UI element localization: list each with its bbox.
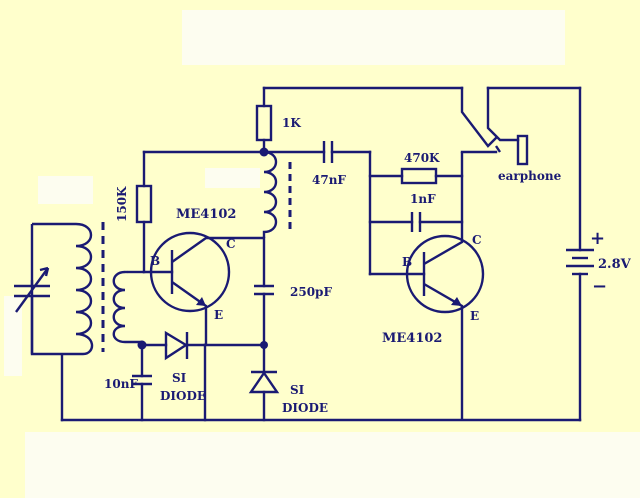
battery-plus-label: + — [590, 228, 605, 249]
ground-rail — [60, 354, 582, 422]
label-10nf: 10nF — [104, 377, 138, 391]
input-coil — [112, 270, 144, 344]
capacitor-47nf — [262, 141, 372, 163]
t2-base-label: B — [402, 255, 412, 269]
t1-name: ME4102 — [176, 207, 236, 222]
blank-label-coil — [205, 168, 260, 188]
tuned-tank — [14, 222, 94, 356]
collector-coil — [262, 150, 292, 238]
blank-label-top — [182, 10, 565, 65]
transistor-2 — [405, 152, 485, 420]
t2-emitter-label: E — [470, 309, 479, 323]
resistor-150k — [135, 150, 266, 274]
capacitor-250pf — [254, 236, 274, 374]
label-47nf: 47nF — [312, 173, 346, 187]
blank-label-side — [4, 296, 22, 376]
t2-name: ME4102 — [382, 331, 442, 346]
stage2-network — [368, 150, 464, 276]
diode-1 — [140, 330, 266, 422]
label-1nf: 1nF — [410, 192, 436, 206]
label-diode2-line1: SI — [290, 383, 305, 397]
battery-voltage-label: 2.8V — [598, 257, 632, 272]
battery-minus-label: − — [592, 276, 607, 297]
blank-label-bottom — [25, 432, 640, 498]
label-diode1-line1: SI — [172, 371, 187, 385]
label-250pf: 250pF — [290, 285, 332, 299]
t1-emitter-label: E — [214, 308, 223, 322]
t1-collector-label: C — [226, 237, 236, 251]
label-earphone: earphone — [498, 169, 562, 183]
label-diode1-line2: DIODE — [160, 389, 206, 403]
t2-collector-label: C — [472, 233, 482, 247]
transistor-1 — [142, 231, 264, 345]
diode-2 — [248, 341, 280, 422]
label-470k: 470K — [404, 151, 440, 165]
battery — [566, 86, 594, 422]
blank-label-left — [38, 176, 93, 204]
label-diode2-line2: DIODE — [282, 401, 328, 415]
t1-base-label: B — [150, 254, 160, 268]
earphone-jack — [460, 86, 582, 166]
label-1k: 1K — [282, 116, 301, 130]
label-150k: 150K — [115, 186, 129, 222]
